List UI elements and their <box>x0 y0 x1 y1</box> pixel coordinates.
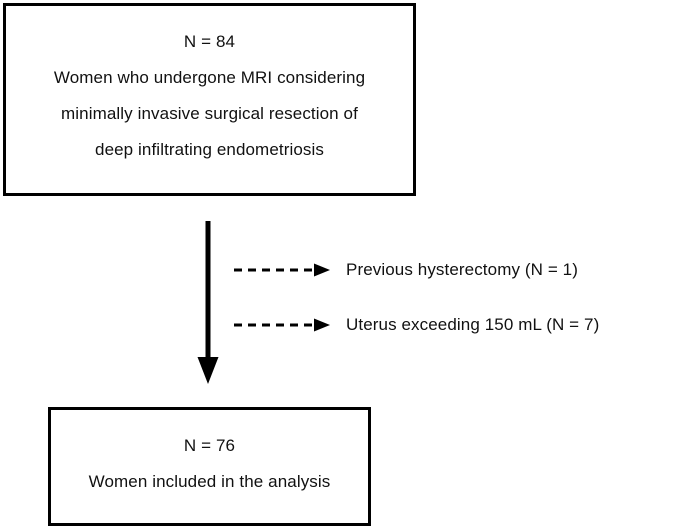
flow-box-included: N = 76 Women included in the analysis <box>48 407 371 526</box>
flow-box-enrolled: N = 84 Women who undergone MRI consideri… <box>3 3 416 196</box>
dashed-arrow-icon <box>234 263 330 277</box>
enrolled-count-label: N = 84 <box>183 31 236 51</box>
enrolled-description-line-3: deep infiltrating endometriosis <box>95 139 324 159</box>
exclusion-label: Previous hysterectomy (N = 1) <box>346 260 579 279</box>
enrolled-description-line-2: minimally invasive surgical resection of <box>61 103 358 123</box>
enrolled-description-line-1: Women who undergone MRI considering <box>53 67 366 87</box>
exclusion-row: Previous hysterectomy (N = 1) <box>232 255 578 285</box>
included-count-label: N = 76 <box>183 435 236 455</box>
dashed-arrow-icon <box>234 318 330 332</box>
included-description-line-1: Women included in the analysis <box>88 471 331 491</box>
main-flow-arrow-icon <box>197 221 219 384</box>
exclusion-label: Uterus exceeding 150 mL (N = 7) <box>346 315 600 334</box>
exclusion-row: Uterus exceeding 150 mL (N = 7) <box>232 310 599 340</box>
